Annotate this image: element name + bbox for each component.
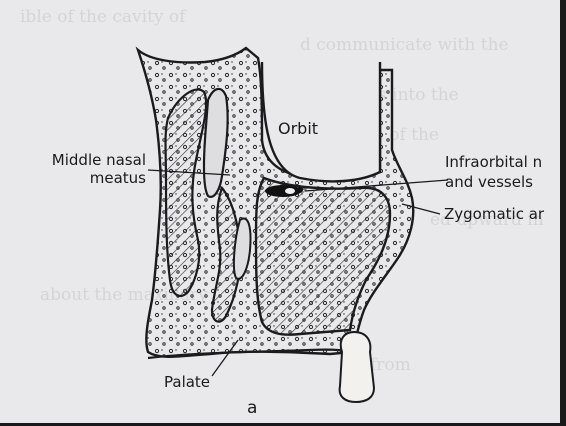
slide-mount-right [560, 0, 566, 426]
label-orbit: Orbit [278, 120, 318, 137]
svg-text:ible of the cavity of: ible of the cavity of [20, 7, 187, 27]
panel-letter: a [247, 400, 257, 417]
svg-text:from: from [370, 355, 411, 375]
tooth [340, 332, 374, 402]
label-infraorbital-line2: and vessels [445, 174, 533, 191]
svg-text:d communicate with the: d communicate with the [300, 35, 509, 55]
maxillary-sinus [256, 178, 390, 335]
label-palate: Palate [164, 374, 210, 391]
label-middle-nasal-line1: Middle nasal [6, 152, 146, 169]
label-infraorbital-line1: Infraorbital n [445, 154, 542, 171]
label-zygomatic: Zygomatic ar [444, 206, 544, 223]
label-middle-nasal-line2: meatus [6, 170, 146, 187]
